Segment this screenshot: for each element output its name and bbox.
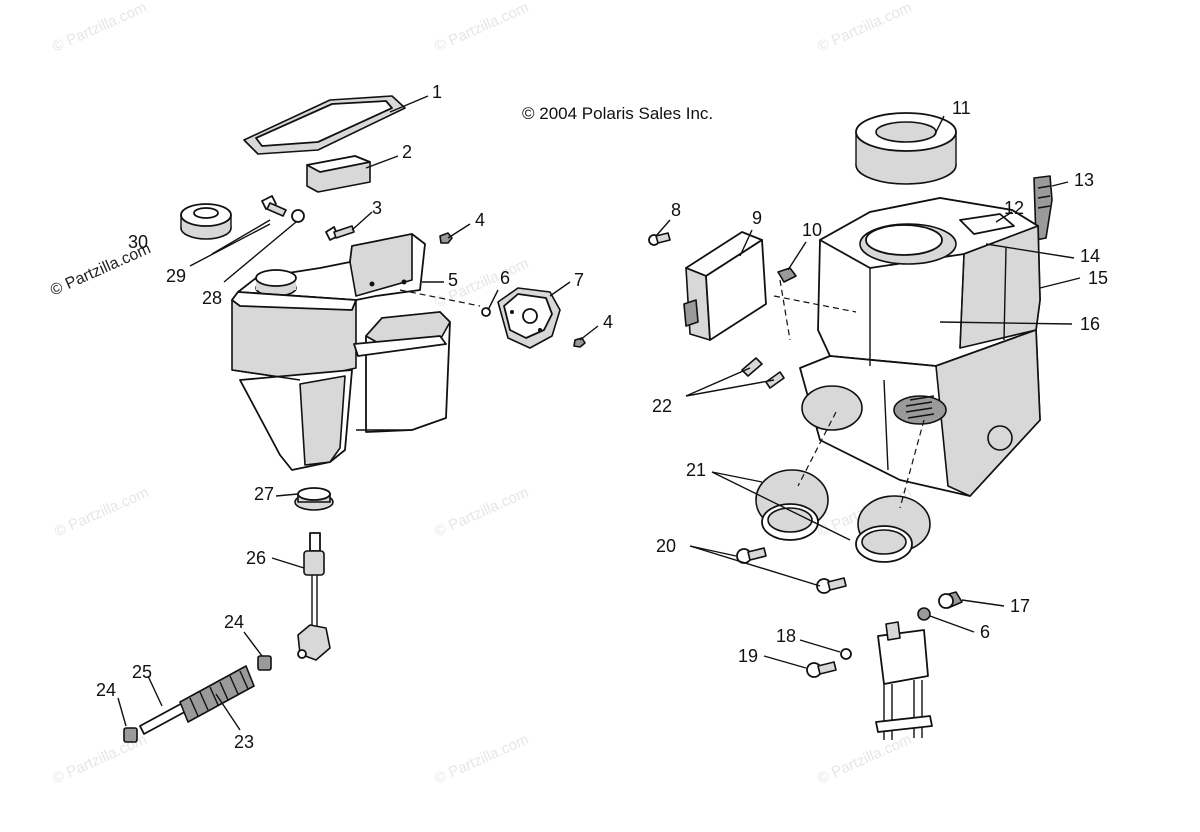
callout-label: 11 — [952, 98, 971, 118]
callout-label: 6 — [980, 622, 990, 642]
part-intake-boot — [755, 469, 829, 541]
callout-label: 6 — [500, 268, 510, 288]
copyright-text: © 2004 Polaris Sales Inc. — [522, 104, 714, 123]
part-bolt — [261, 195, 287, 217]
callout-label: 28 — [202, 288, 222, 308]
part-fuel-pump — [497, 287, 561, 349]
part-intake-boot — [855, 495, 931, 563]
callouts: 1 2 3 4 5 6 7 4 8 9 10 11 12 13 14 15 16… — [96, 82, 1108, 752]
part-pickup-sensor — [297, 532, 331, 661]
part-clip — [1033, 175, 1053, 241]
callout-label: 5 — [448, 270, 458, 290]
callout-label: 27 — [254, 484, 274, 504]
part-foam-ring — [855, 112, 957, 185]
part-control-module — [683, 231, 767, 341]
callout-label: 25 — [132, 662, 152, 682]
callout-label: 10 — [802, 220, 822, 240]
part-bolt — [806, 661, 837, 678]
callout-label: 1 — [432, 82, 442, 102]
part-washer — [917, 607, 931, 621]
part-spring — [179, 665, 255, 723]
callout-label: 7 — [574, 270, 584, 290]
callout-label: 2 — [402, 142, 412, 162]
callout-label: 18 — [776, 626, 796, 646]
part-bracket — [875, 621, 933, 740]
part-end-cap — [257, 655, 272, 671]
callout-label: 17 — [1010, 596, 1030, 616]
part-bolt — [736, 547, 847, 594]
callout-label: 19 — [738, 646, 758, 666]
part-screw — [741, 357, 785, 389]
callout-label: 26 — [246, 548, 266, 568]
callout-label: 3 — [372, 198, 382, 218]
callout-label: 13 — [1074, 170, 1094, 190]
callout-label: 22 — [652, 396, 672, 416]
leader-lines — [117, 95, 1081, 731]
callout-label: 20 — [656, 536, 676, 556]
callout-label: 16 — [1080, 314, 1100, 334]
part-grommet — [294, 487, 334, 511]
part-screw — [648, 232, 671, 246]
part-airbox — [799, 197, 1041, 497]
callout-label: 21 — [686, 460, 706, 480]
part-nut — [439, 232, 453, 244]
callout-label: 14 — [1080, 246, 1100, 266]
callout-label: 23 — [234, 732, 254, 752]
part-bolt — [325, 225, 355, 241]
part-bushing — [938, 591, 963, 609]
callout-label: 29 — [166, 266, 186, 286]
part-plug — [777, 267, 797, 283]
callout-label: 30 — [128, 232, 148, 252]
part-top-cover — [243, 95, 406, 155]
part-nut — [573, 337, 586, 348]
part-washer — [840, 648, 852, 660]
part-washer — [291, 209, 305, 223]
part-end-cap — [123, 727, 138, 743]
callout-label: 4 — [475, 210, 485, 230]
callout-label: 4 — [603, 312, 613, 332]
part-block — [306, 155, 371, 193]
part-fuel-cap — [180, 203, 232, 240]
callout-label: 8 — [671, 200, 681, 220]
callout-label: 24 — [96, 680, 116, 700]
callout-label: 24 — [224, 612, 244, 632]
callout-label: 9 — [752, 208, 762, 228]
callout-label: 12 — [1004, 198, 1024, 218]
callout-label: 15 — [1088, 268, 1108, 288]
part-oil-tank — [231, 233, 451, 471]
